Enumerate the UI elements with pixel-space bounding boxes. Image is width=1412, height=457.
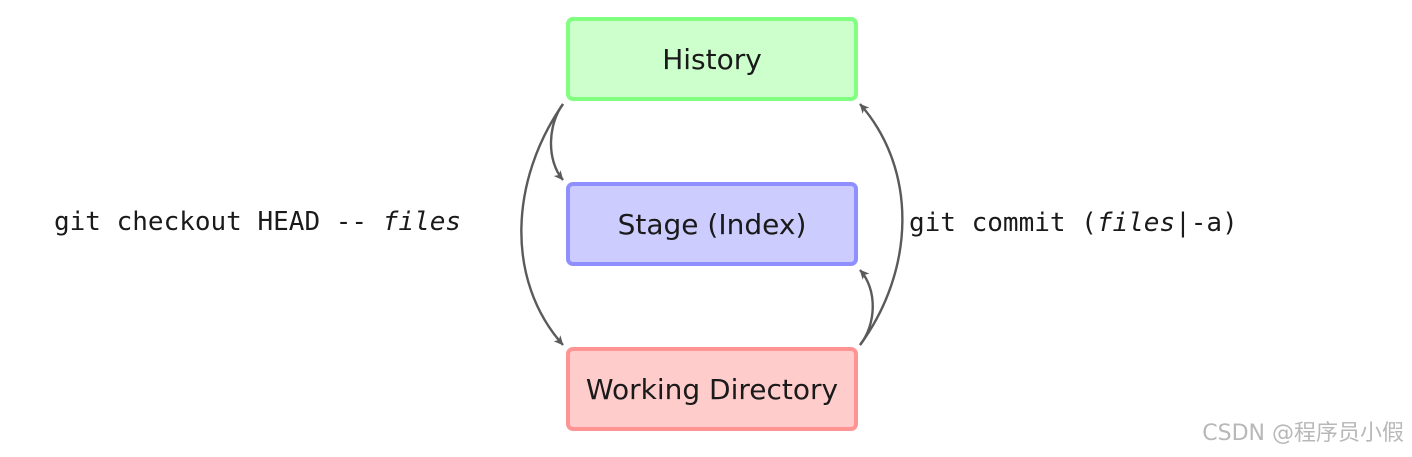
working-directory-label: Working Directory bbox=[585, 372, 839, 406]
checkout-command-text: git checkout HEAD -- bbox=[54, 207, 383, 237]
checkout-command-files: files bbox=[382, 207, 462, 237]
checkout-command-label: git checkout HEAD -- files bbox=[54, 209, 461, 235]
watermark: CSDN @程序员小假 bbox=[1202, 421, 1404, 446]
arrow-history-to-working bbox=[520, 103, 564, 346]
working-directory-node: Working Directory bbox=[566, 347, 858, 431]
arrow-history-to-stage bbox=[549, 103, 564, 181]
commit-command-suffix: |-a) bbox=[1175, 208, 1238, 238]
commit-command-files: files bbox=[1096, 208, 1176, 238]
history-node: History bbox=[566, 17, 858, 101]
commit-command-text: git commit ( bbox=[909, 208, 1097, 238]
stage-label: Stage (Index) bbox=[617, 207, 807, 241]
stage-node: Stage (Index) bbox=[566, 182, 858, 266]
commit-command-label: git commit (files|-a) bbox=[909, 210, 1238, 236]
history-label: History bbox=[662, 42, 762, 76]
arrow-working-to-history bbox=[859, 103, 904, 346]
